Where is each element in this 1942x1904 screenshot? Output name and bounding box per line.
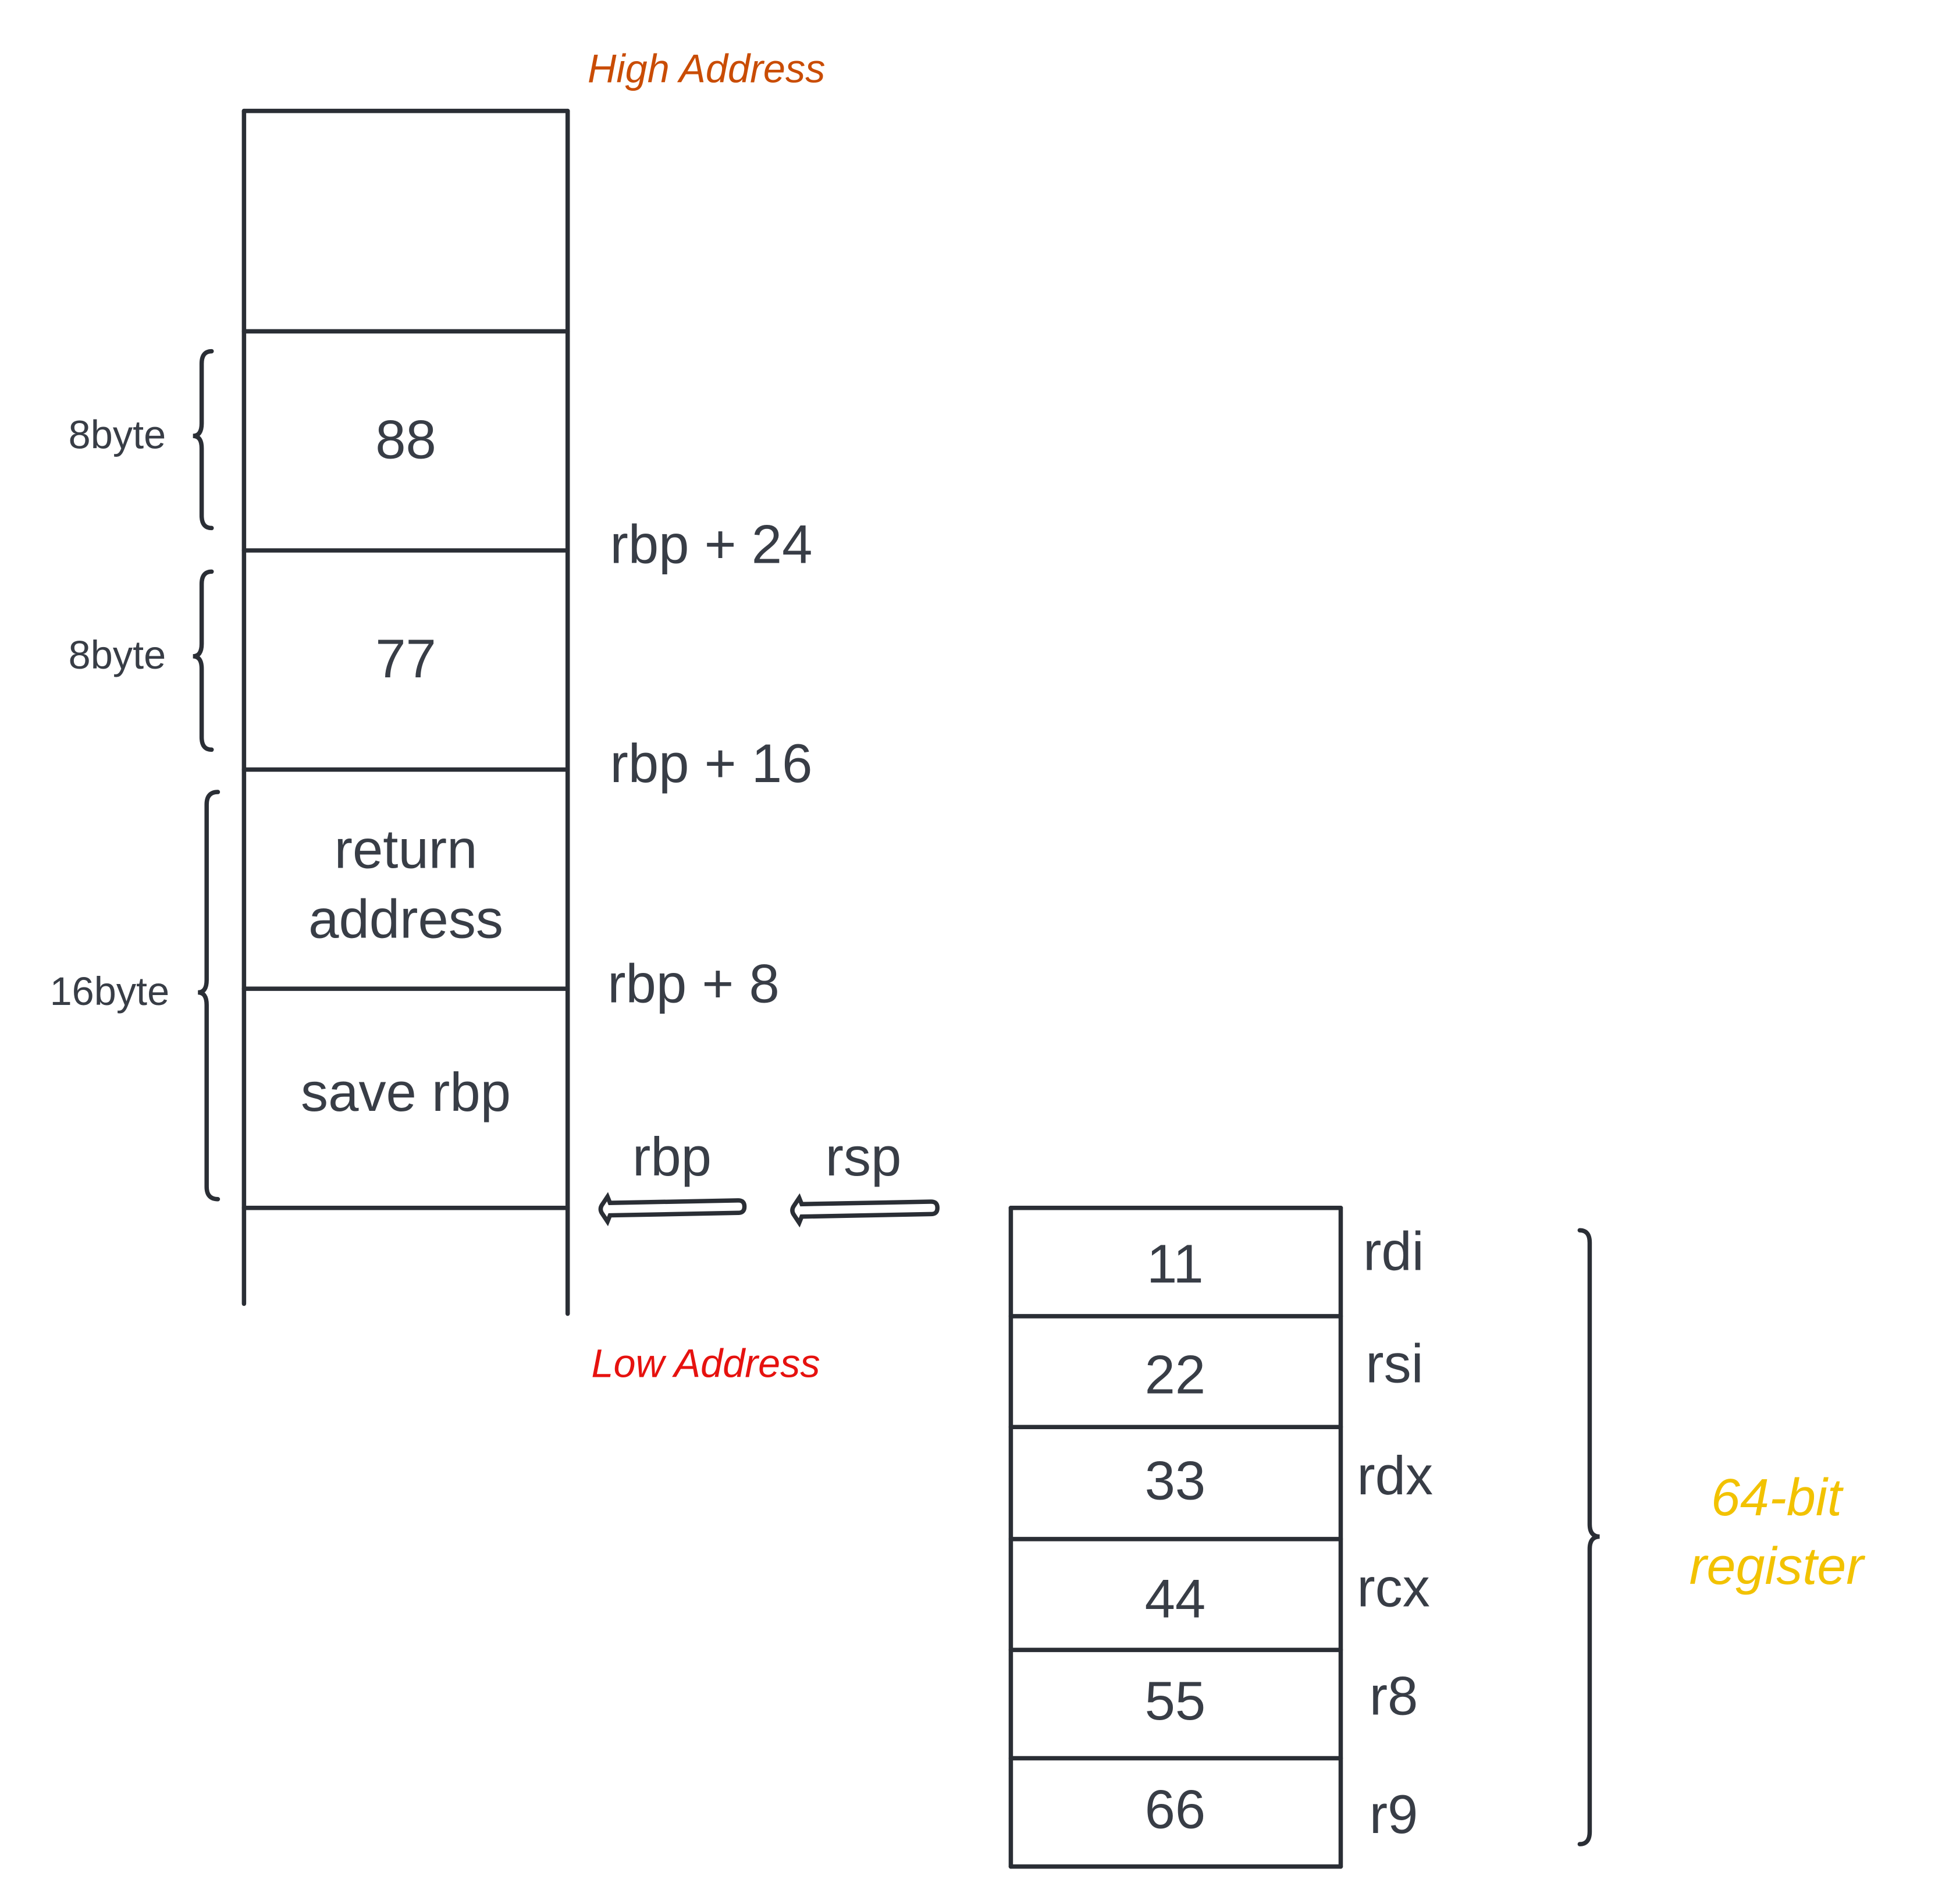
register-value-rcx: 44 [1145,1568,1206,1629]
rbp-arrow-icon [598,1192,747,1227]
register-table: 11 22 33 44 55 66 rdi rsi rdx rcx r8 r9 [1008,1205,1433,1869]
high-address-label: High Address [588,46,825,91]
register-value-rdx: 33 [1145,1450,1206,1511]
register-value-rsi: 22 [1145,1344,1206,1405]
stack-frame: 88 77 return address save rbp [241,108,570,1316]
register-value-r8: 55 [1145,1670,1206,1731]
register-name-r8: r8 [1370,1665,1418,1727]
low-address-label: Low Address [591,1341,820,1386]
rbp-pointer-label: rbp [632,1126,712,1187]
rsp-pointer-label: rsp [826,1126,902,1187]
register-name-rsi: rsi [1365,1333,1423,1394]
offset-rbp-16: rbp + 16 [610,733,812,794]
size-label-8byte-2: 8byte [69,633,166,677]
size-label-8byte-1: 8byte [69,412,166,457]
stack-cell-save-rbp: save rbp [301,1061,511,1122]
register-value-r9: 66 [1145,1778,1206,1839]
register-name-rcx: rcx [1357,1557,1429,1618]
stack-cell-88: 88 [375,409,436,470]
register-name-rdx: rdx [1357,1445,1433,1506]
register-name-r9: r9 [1370,1784,1418,1845]
register-name-rdi: rdi [1363,1221,1424,1282]
stack-cell-return-address-1: return [335,819,478,880]
offset-rbp-8: rbp + 8 [607,953,780,1014]
register-group-label-2: register [1690,1537,1866,1596]
register-group-brace [1577,1228,1600,1846]
offset-rbp-24: rbp + 24 [610,513,812,574]
stack-cell-77: 77 [375,628,436,689]
stack-cell-return-address-2: address [308,888,503,949]
size-braces: 8byte 8byte 16byte [50,349,220,1202]
size-label-16byte: 16byte [50,969,170,1014]
register-group-label-1: 64-bit [1711,1469,1844,1527]
register-value-rdi: 11 [1147,1233,1204,1294]
rsp-arrow-icon [790,1193,940,1228]
